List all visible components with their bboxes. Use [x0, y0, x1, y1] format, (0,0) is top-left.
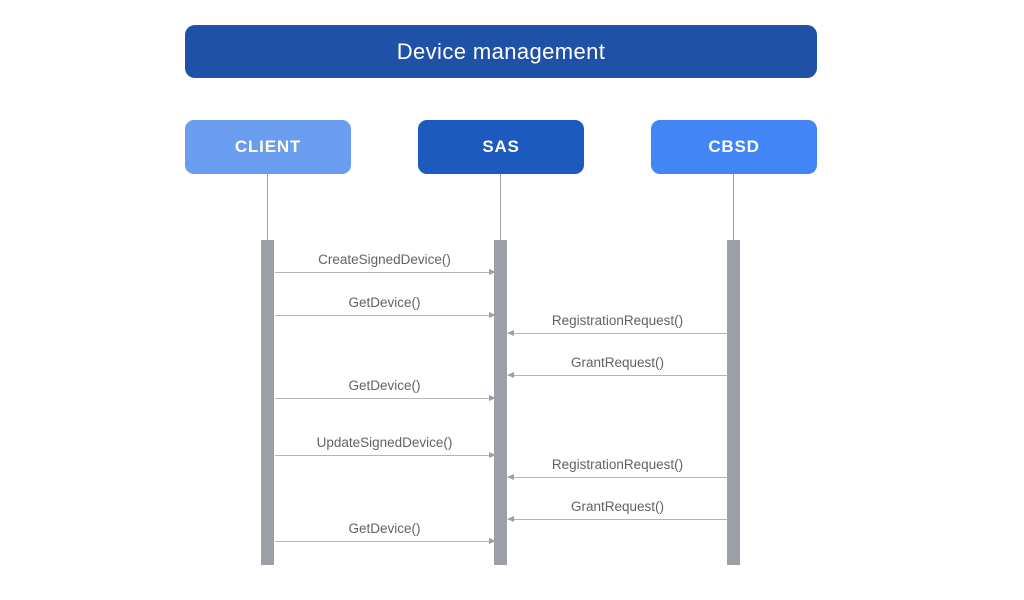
arrowhead-icon [506, 516, 514, 522]
message-line [274, 315, 495, 316]
activation-bar-client [261, 240, 274, 565]
arrowhead-icon [488, 395, 496, 401]
diagram-title: Device management [396, 38, 606, 64]
message-label: GetDevice() [348, 295, 421, 310]
message-line [507, 477, 728, 478]
message-line [274, 541, 495, 542]
message-line [507, 519, 728, 520]
message-label: GrantRequest() [570, 499, 665, 514]
message-label: UpdateSignedDevice() [316, 435, 453, 450]
message-line [507, 375, 728, 376]
message-line [274, 455, 495, 456]
message-label: GetDevice() [348, 521, 421, 536]
actor-sas: SAS [418, 120, 584, 174]
arrowhead-icon [506, 372, 514, 378]
message-label: GetDevice() [348, 378, 421, 393]
arrowhead-icon [488, 452, 496, 458]
lifeline-cbsd [733, 174, 734, 240]
activation-bar-cbsd [727, 240, 740, 565]
diagram-title-bar: Device management [185, 25, 817, 78]
arrowhead-icon [506, 474, 514, 480]
message-label: GrantRequest() [570, 355, 665, 370]
activation-bar-sas [494, 240, 507, 565]
arrowhead-icon [506, 330, 514, 336]
message-line [507, 333, 728, 334]
message-line [274, 272, 495, 273]
message-label: CreateSignedDevice() [318, 252, 451, 267]
actor-client: CLIENT [185, 120, 351, 174]
arrowhead-icon [488, 312, 496, 318]
message-label: RegistrationRequest() [551, 457, 684, 472]
message-line [274, 398, 495, 399]
actor-cbsd: CBSD [651, 120, 817, 174]
lifeline-sas [500, 174, 501, 240]
arrowhead-icon [488, 538, 496, 544]
lifeline-client [267, 174, 268, 240]
message-label: RegistrationRequest() [551, 313, 684, 328]
arrowhead-icon [488, 269, 496, 275]
